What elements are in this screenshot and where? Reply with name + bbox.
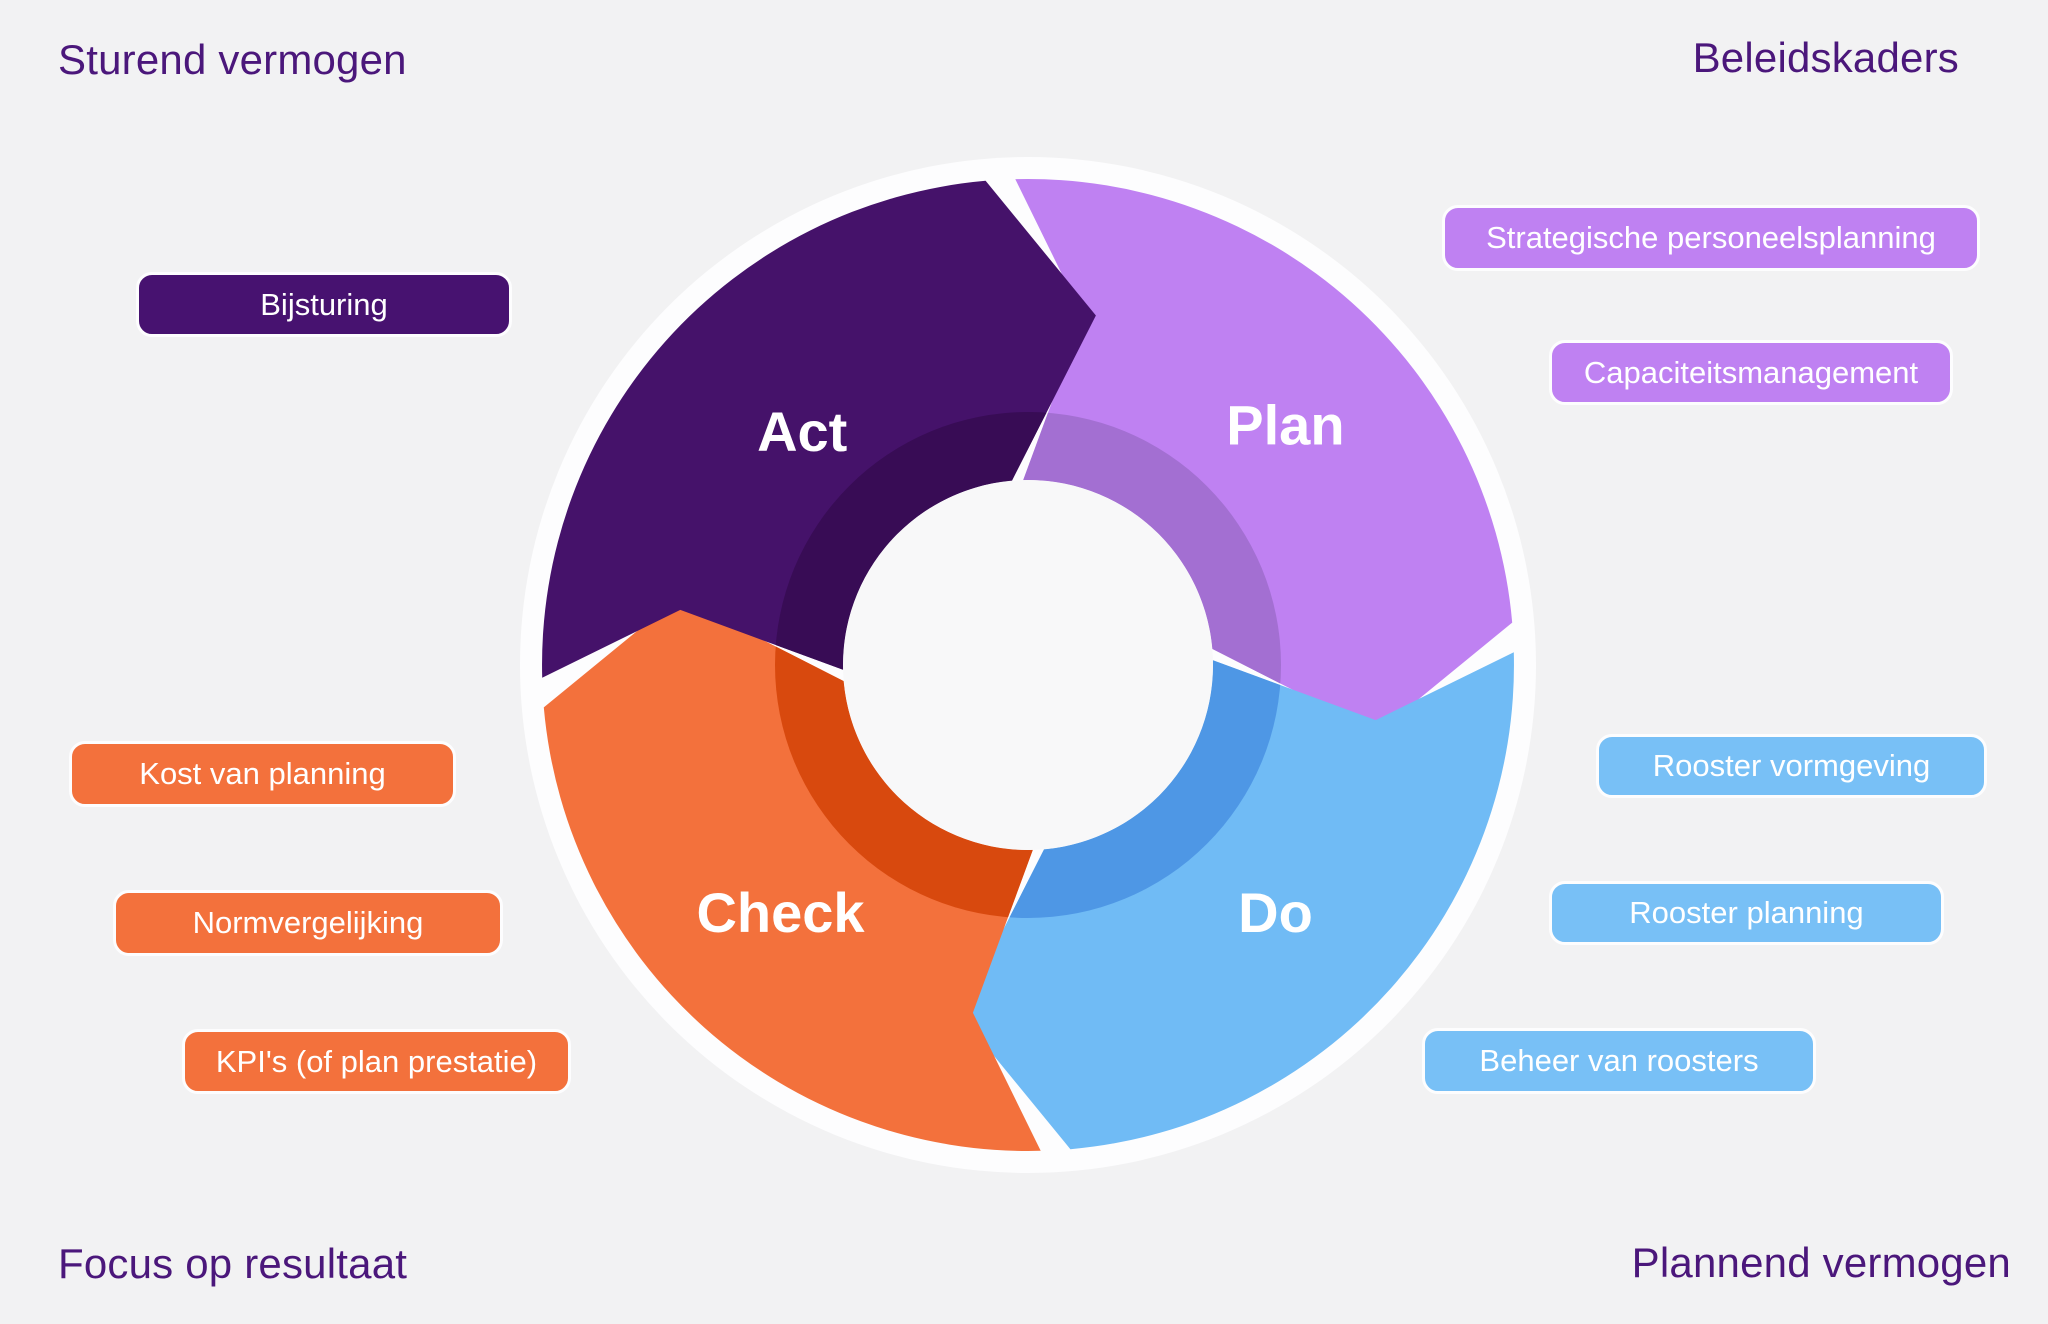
pill-strategische-personeelsplanning: Strategische personeelsplanning xyxy=(1442,205,1980,271)
pill-bijsturing: Bijsturing xyxy=(136,272,512,337)
pill-label: Kost van planning xyxy=(139,756,386,791)
pill-label: KPI's (of plan prestatie) xyxy=(215,1043,538,1079)
segment-do xyxy=(960,652,1514,1150)
pill-kost-van-planning: Kost van planning xyxy=(69,741,456,807)
corner-label-bottom-left: Focus op resultaat xyxy=(58,1240,408,1287)
pill-label: Normvergelijking xyxy=(192,905,424,940)
pill-label: Strategische personeelsplanning xyxy=(1486,220,1936,255)
pill-label: Capaciteitsmanagement xyxy=(1583,354,1919,390)
pill-label: Bijsturing xyxy=(260,286,388,322)
corner-label-top-right: Beleidskaders xyxy=(1692,34,1959,81)
pill-label: Beheer van roosters xyxy=(1479,1043,1759,1078)
pill-capaciteitsmanagement: Capaciteitsmanagement xyxy=(1549,340,1953,405)
segment-label-act: Act xyxy=(757,400,847,463)
pill-normvergelijking: Normvergelijking xyxy=(113,890,503,956)
pill-label: Rooster vormgeving xyxy=(1652,748,1931,783)
segment-plan xyxy=(1015,179,1513,733)
segment-label-plan: Plan xyxy=(1226,394,1344,457)
pill-beheer-van-roosters: Beheer van roosters xyxy=(1422,1028,1816,1094)
pill-kpis: KPI's (of plan prestatie) xyxy=(182,1029,571,1094)
cycle-center-circle xyxy=(843,480,1213,850)
segment-label-do: Do xyxy=(1238,881,1313,944)
segment-label-check: Check xyxy=(696,881,865,944)
pill-rooster-planning: Rooster planning xyxy=(1549,881,1944,945)
corner-label-bottom-right: Plannend vermogen xyxy=(1631,1239,2011,1286)
corner-label-top-left: Sturend vermogen xyxy=(58,36,407,83)
segment-act xyxy=(542,180,1096,678)
segment-check xyxy=(543,597,1041,1151)
pill-rooster-vormgeving: Rooster vormgeving xyxy=(1596,734,1987,798)
pill-label: Rooster planning xyxy=(1629,895,1864,930)
